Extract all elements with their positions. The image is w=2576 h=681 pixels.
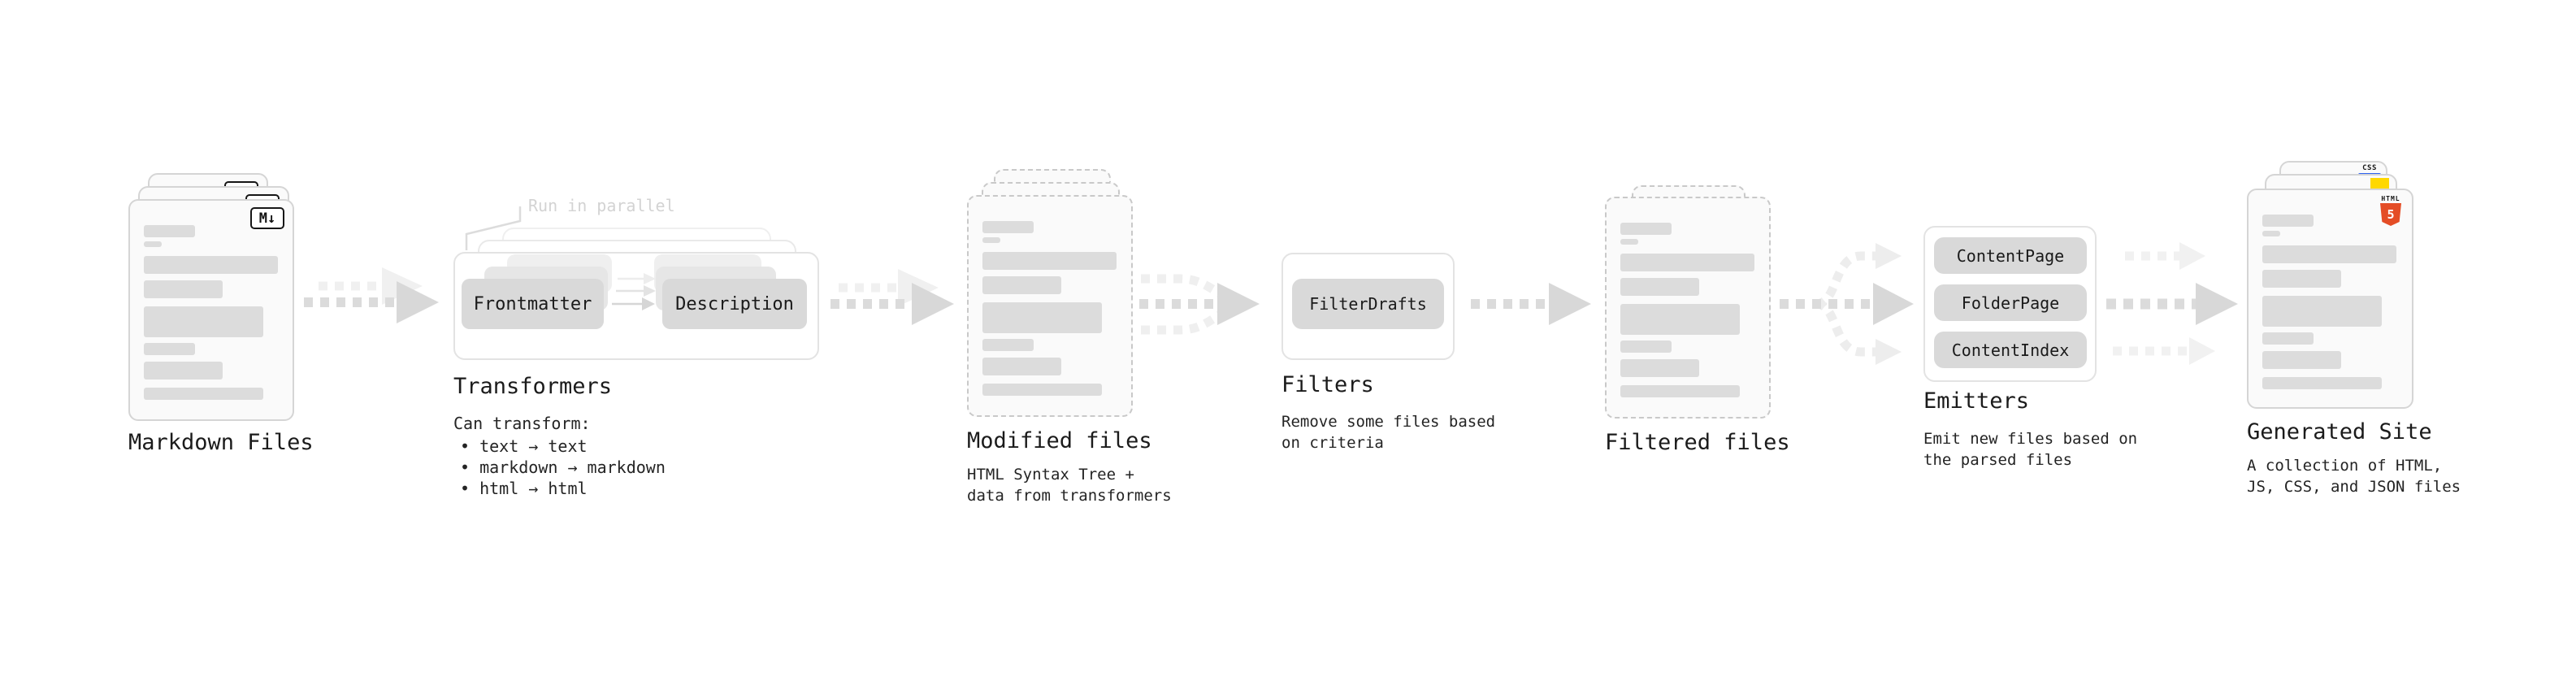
generated-site-sub-2: JS, CSS, and JSON files — [2247, 478, 2461, 496]
content-line-bar — [982, 339, 1034, 351]
js-icon — [2370, 178, 2389, 189]
folderpage-pill: FolderPage — [1934, 284, 2087, 321]
emitters-label: Emitters — [1923, 388, 2030, 414]
content-line-bar — [144, 306, 263, 337]
markdown-doc-front: M↓ — [128, 199, 294, 421]
transformers-note-title: Can transform: — [453, 414, 591, 433]
contentpage-pill: ContentPage — [1934, 237, 2087, 274]
transformers-label: Transformers — [453, 374, 613, 399]
content-line-bar — [144, 343, 195, 355]
arrow-markdown-to-transformers — [304, 267, 439, 323]
content-line-bar — [982, 237, 1000, 243]
filtered-files-label: Filtered files — [1605, 430, 1790, 455]
content-line-bar — [982, 276, 1061, 294]
content-line-bar — [982, 384, 1102, 396]
content-line-bar — [1620, 278, 1699, 296]
filters-sub-1: Remove some files based — [1281, 413, 1496, 431]
modified-doc-front — [967, 195, 1133, 417]
content-line-bar — [982, 358, 1061, 375]
content-line-bar — [1620, 239, 1638, 245]
content-line-bar — [144, 241, 162, 247]
content-line-bar — [2262, 231, 2280, 236]
content-line-bar — [1620, 340, 1672, 353]
content-line-bar — [2262, 215, 2314, 227]
arrow-modified-to-filters — [1139, 274, 1260, 335]
content-line-bar — [1620, 254, 1754, 271]
content-line-bar — [1620, 223, 1672, 235]
content-line-bar — [1620, 359, 1699, 377]
content-line-bar — [2262, 270, 2341, 288]
content-line-bar — [2262, 351, 2341, 369]
emitters-sub-1: Emit new files based on — [1923, 430, 2138, 448]
modified-files-sub-2: data from transformers — [967, 487, 1172, 505]
generated-site-sub-1: A collection of HTML, — [2247, 457, 2443, 475]
content-line-bar — [982, 252, 1117, 270]
content-line-bar — [1620, 304, 1740, 335]
arrow-filters-to-filtered — [1471, 283, 1591, 325]
description-pill: Description — [662, 279, 807, 329]
modified-files-label: Modified files — [967, 428, 1152, 453]
content-line-bar — [2262, 332, 2314, 345]
arrow-emitters-to-generated — [2106, 242, 2238, 365]
content-line-bar — [144, 280, 223, 298]
transformers-bullet-3: • html → html — [460, 479, 588, 498]
run-in-parallel-annotation: Run in parallel — [528, 196, 675, 215]
markdown-files-label: Markdown Files — [128, 430, 314, 455]
transformers-bullet-2: • markdown → markdown — [460, 458, 666, 477]
filterdrafts-pill: FilterDrafts — [1292, 279, 1444, 329]
modified-files-sub-1: HTML Syntax Tree + — [967, 466, 1134, 484]
frontmatter-pill: Frontmatter — [462, 279, 604, 329]
contentindex-pill: ContentIndex — [1934, 332, 2087, 368]
emitters-sub-2: the parsed files — [1923, 451, 2073, 469]
filters-sub-2: on criteria — [1281, 434, 1384, 452]
content-line-bar — [144, 362, 223, 380]
content-line-bar — [144, 225, 195, 237]
content-line-bar — [2262, 296, 2382, 327]
generated-site-label: Generated Site — [2247, 419, 2432, 445]
html5-icon: HTML 5 — [2379, 195, 2402, 226]
filtered-doc-front — [1605, 197, 1771, 419]
content-line-bar — [2262, 377, 2382, 389]
content-line-bar — [144, 256, 278, 274]
content-line-bar — [1620, 385, 1740, 397]
content-line-bar — [144, 388, 263, 400]
content-line-bar — [982, 302, 1102, 333]
content-line-bar — [2262, 245, 2396, 263]
generated-doc-html: HTML 5 — [2247, 189, 2413, 409]
transformers-bullet-1: • text → text — [460, 436, 588, 456]
arrow-filtered-to-emitters — [1780, 243, 1914, 365]
markdown-icon: M↓ — [250, 207, 284, 229]
arrow-transformers-to-modified — [830, 269, 954, 325]
content-line-bar — [982, 221, 1034, 233]
filters-label: Filters — [1281, 372, 1374, 397]
